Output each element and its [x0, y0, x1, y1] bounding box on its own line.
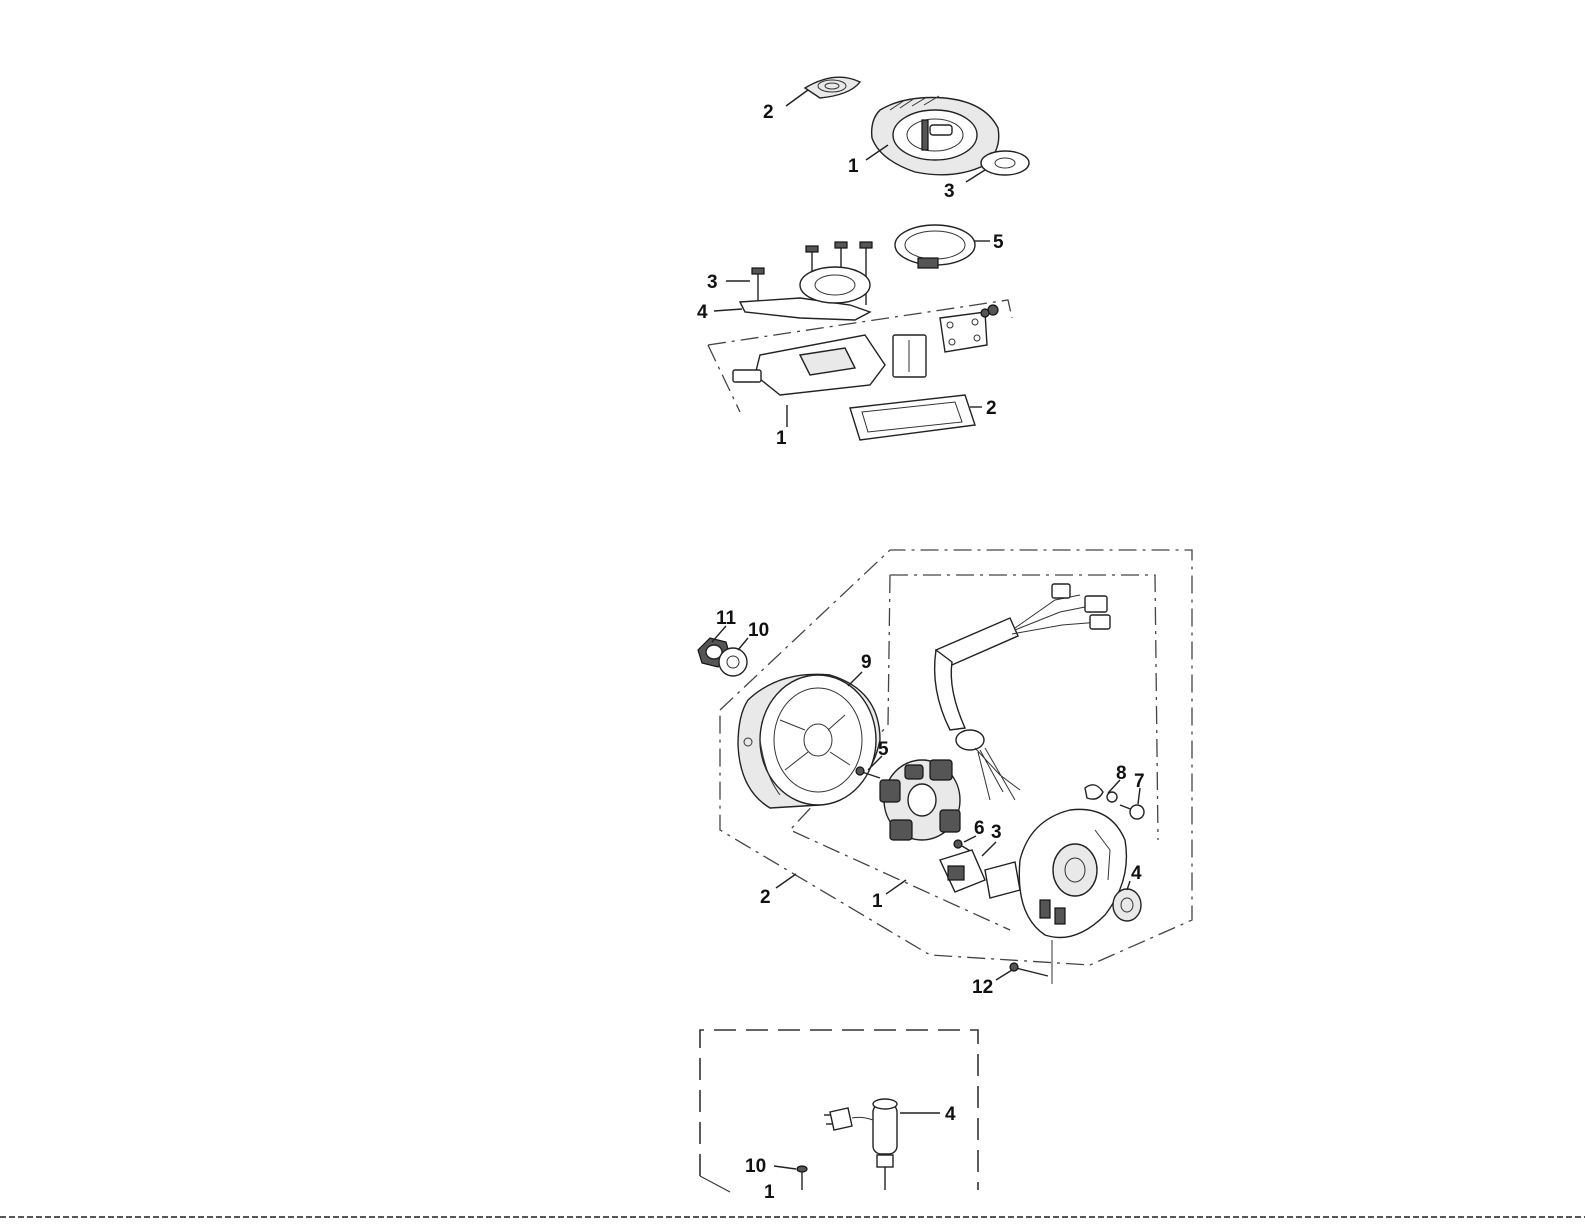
fig-c-part-3-pulser-coil — [940, 850, 1020, 898]
fig-c-part-7-screw — [1120, 805, 1144, 819]
fig-c-part-8-clip — [1085, 785, 1117, 802]
figure-b-reed-valve-assembly: 5 3 4 2 1 — [697, 225, 1012, 449]
fig-b-label-5: 5 — [993, 232, 1004, 253]
fig-c-part-10-washer — [719, 648, 747, 676]
fig-c-label-2: 2 — [760, 887, 771, 908]
figure-a-oil-pump-assembly: 2 1 3 — [763, 77, 1029, 202]
fig-c-label-10: 10 — [748, 620, 769, 641]
fig-c-label-12: 12 — [972, 977, 993, 998]
fig-c-label-3: 3 — [991, 822, 1002, 843]
fig-c-label-1: 1 — [872, 891, 883, 912]
fig-c-label-5: 5 — [878, 739, 889, 760]
fig-d-label-1: 1 — [764, 1182, 775, 1203]
fig-c-label-4: 4 — [1131, 863, 1142, 884]
fig-d-label-4: 4 — [945, 1104, 956, 1125]
fig-c-label-7: 7 — [1134, 771, 1145, 792]
fig-a-label-3: 3 — [944, 181, 955, 202]
fig-c-wiring-harness — [935, 584, 1110, 800]
fig-b-label-4: 4 — [697, 302, 708, 323]
fig-c-stator — [880, 760, 960, 840]
fig-c-label-11: 11 — [716, 608, 737, 629]
fig-a-label-1: 1 — [848, 156, 859, 177]
fig-b-part-1-reed-block — [733, 305, 998, 395]
fig-c-base-plate — [1019, 809, 1126, 937]
fig-a-part-1-pump-body — [872, 96, 999, 175]
fig-c-label-8: 8 — [1116, 763, 1127, 784]
fig-c-part-4-oil-seal — [1113, 889, 1141, 921]
fig-a-part-3-washer — [981, 151, 1029, 175]
fig-a-label-2: 2 — [763, 102, 774, 123]
fig-d-part-10-screw — [797, 1166, 807, 1190]
fig-b-part-2-gasket — [850, 395, 975, 440]
fig-c-label-9: 9 — [861, 652, 872, 673]
fig-b-label-2: 2 — [986, 398, 997, 419]
fig-b-part-4-bracket — [740, 267, 870, 320]
fig-c-part-9-flywheel — [738, 674, 880, 808]
fig-b-part-5-clamp — [895, 225, 975, 268]
figure-d-ignition-assembly: 4 10 1 — [700, 1030, 978, 1203]
fig-b-label-1: 1 — [776, 428, 787, 449]
fig-d-label-10: 10 — [745, 1156, 766, 1177]
fig-d-part-4-coil — [824, 1099, 897, 1190]
fig-c-label-6: 6 — [974, 818, 985, 839]
fig-b-label-3: 3 — [707, 272, 718, 293]
figure-c-magneto-assembly: 11 10 9 5 8 7 6 3 4 2 1 12 — [698, 550, 1192, 998]
fig-a-part-2-gear — [805, 77, 860, 98]
